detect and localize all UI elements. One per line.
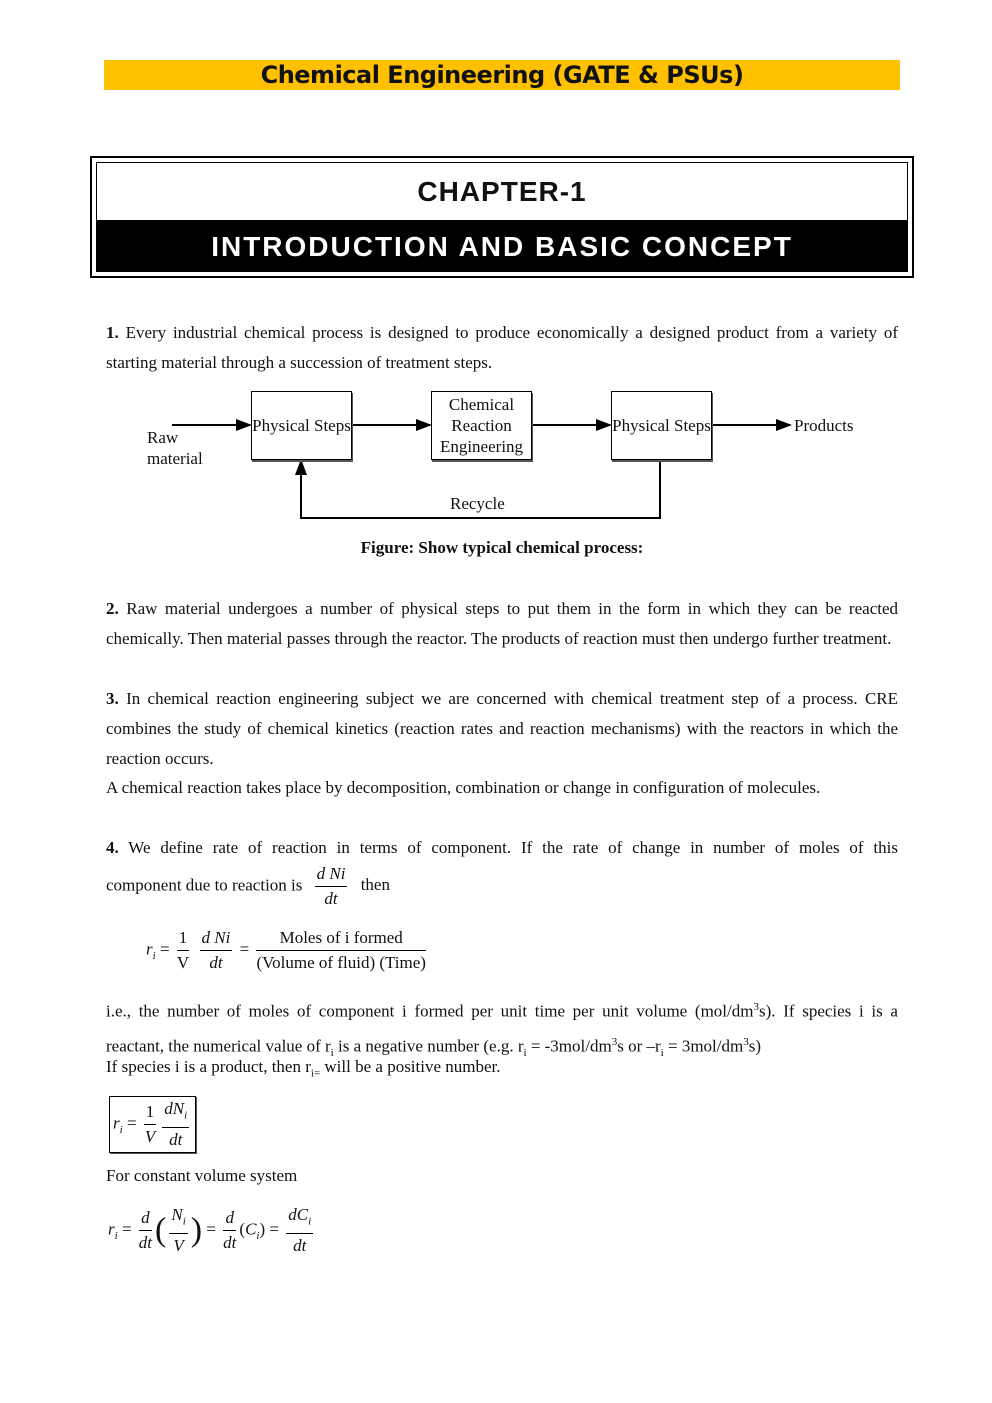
paragraph-4: 4. We define rate of reaction in terms o… — [106, 838, 898, 857]
chapter-number: CHAPTER-1 — [417, 176, 587, 207]
paragraph-2: 2. Raw material undergoes a number of ph… — [106, 599, 899, 648]
label-products: Products — [794, 416, 854, 435]
chapter-header: CHAPTER-1 INTRODUCTION AND BASIC CONCEPT — [90, 156, 914, 278]
process-diagram: Physical Steps Chemical Reaction Enginee… — [0, 380, 992, 530]
paragraph-7: For constant volume system — [106, 1166, 298, 1185]
banner: Chemical Engineering (GATE & PSUs) — [104, 60, 900, 90]
box-physical-steps-1: Physical Steps — [251, 391, 352, 460]
paragraph-3: 3. In chemical reaction engineering subj… — [106, 689, 898, 768]
paragraph-1: 1. Every industrial chemical process is … — [106, 323, 898, 372]
paragraph-6: If species i is a product, then ri= will… — [106, 1057, 501, 1080]
chapter-title: INTRODUCTION AND BASIC CONCEPT — [97, 220, 907, 271]
paragraph-3b: A chemical reaction takes place by decom… — [106, 778, 821, 797]
box-physical-steps-2: Physical Steps — [611, 391, 712, 460]
box-chemical-reaction-engineering: Chemical Reaction Engineering — [431, 391, 532, 460]
figure-caption: Figure: Show typical chemical process: — [360, 538, 644, 557]
label-raw-material: Raw material — [147, 428, 203, 468]
label-recycle: Recycle — [450, 494, 505, 513]
paragraph-5: i.e., the number of moles of component i… — [106, 1001, 898, 1059]
diagram-arrows — [172, 419, 792, 519]
